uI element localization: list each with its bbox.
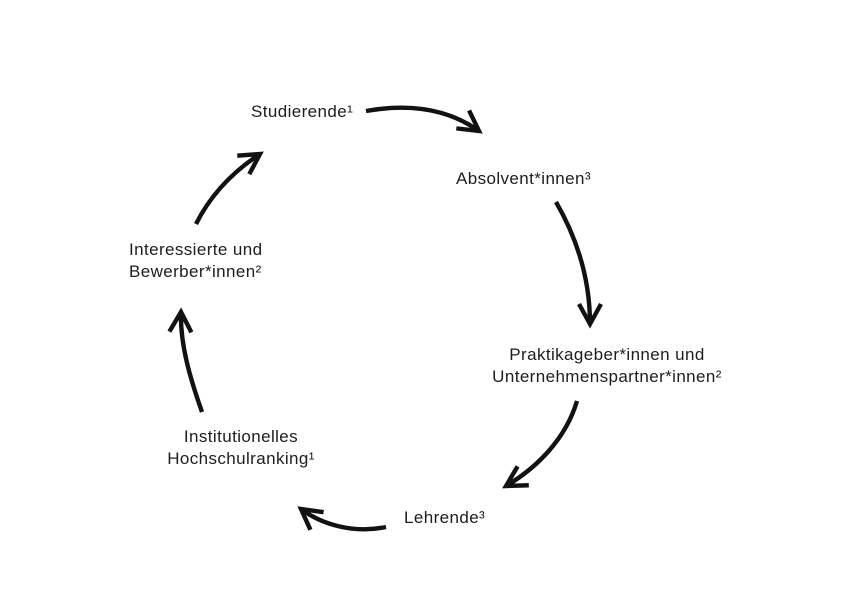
node-interessierte: Interessierte und Bewerber*innen² [129, 240, 263, 281]
arrow-interessierte-to-studierende [194, 151, 264, 225]
node-lehrende: Lehrende³ [404, 508, 486, 527]
arrow-praktikageber-to-lehrende [502, 400, 580, 489]
arrow-absolventinnen-to-praktikageber [554, 200, 603, 329]
node-hochschulranking: Institutionelles Hochschulranking¹ [167, 427, 315, 468]
arrow-hochschulranking-to-interessierte [167, 307, 205, 413]
node-praktikageber: Praktikageber*innen und Unternehmenspart… [492, 345, 722, 386]
node-studierende: Studierende¹ [251, 102, 354, 121]
arrow-studierende-to-absolventinnen [365, 105, 483, 134]
node-absolventinnen: Absolvent*innen³ [456, 169, 591, 188]
arrow-lehrende-to-hochschulranking [297, 506, 387, 532]
